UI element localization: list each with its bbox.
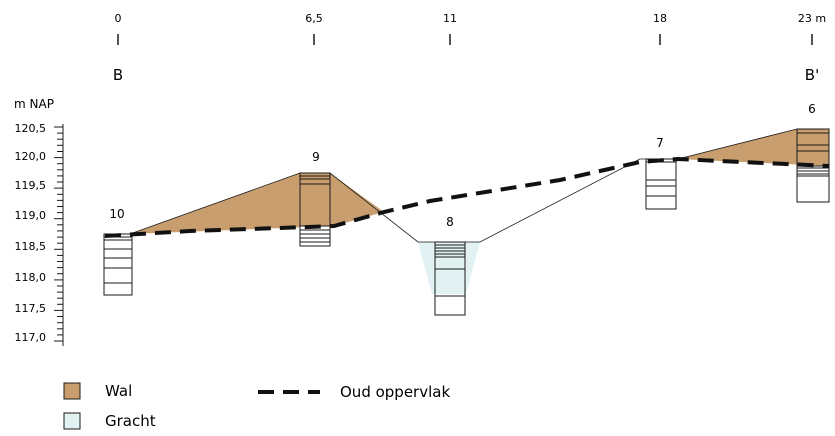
y-tick-label-119-5: 119,5 — [15, 179, 47, 192]
distance-axis: 0 6,5 11 18 23 m — [115, 12, 826, 45]
legend-label-gracht: Gracht — [105, 412, 156, 430]
y-tick-label-119-0: 119,0 — [15, 209, 47, 222]
legend: Wal Gracht Oud oppervlak — [63, 382, 450, 430]
borehole-column-8 — [434, 241, 466, 316]
borehole-8: 8 — [434, 215, 466, 316]
section-end-label: B' — [805, 66, 819, 84]
borehole-label-8: 8 — [446, 215, 454, 229]
borehole-layers-8 — [435, 244, 465, 297]
y-axis-minor-ticks — [54, 126, 63, 342]
section-start-label: B — [113, 66, 123, 84]
distance-label-6-5: 6,5 — [305, 12, 323, 25]
legend-swatch-wal — [63, 382, 81, 400]
borehole-layers-9 — [300, 175, 330, 185]
borehole-label-9: 9 — [312, 150, 320, 164]
borehole-label-10: 10 — [109, 207, 124, 221]
borehole-label-7: 7 — [656, 136, 664, 150]
distance-label-23: 23 m — [798, 12, 826, 25]
borehole-9: 9 — [299, 150, 331, 247]
legend-swatch-gracht — [63, 412, 81, 430]
wal-fill-right — [678, 129, 829, 166]
y-axis-title: m NAP — [14, 97, 54, 111]
borehole-10: 10 — [103, 207, 133, 296]
y-tick-label-118-5: 118,5 — [15, 240, 47, 253]
borehole-lower-9 — [299, 225, 331, 247]
gracht-fill — [418, 242, 480, 294]
y-tick-label-117-5: 117,5 — [15, 302, 47, 315]
borehole-layers-6 — [797, 132, 829, 152]
legend-label-oud-oppervlak: Oud oppervlak — [340, 383, 450, 401]
distance-label-18: 18 — [653, 12, 667, 25]
distance-label-0: 0 — [115, 12, 122, 25]
y-tick-label-120-0: 120,0 — [15, 150, 47, 163]
y-tick-label-117-0: 117,0 — [15, 331, 47, 344]
y-tick-label-118-0: 118,0 — [15, 271, 47, 284]
borehole-column-7 — [645, 158, 677, 210]
y-tick-label-120-5: 120,5 — [15, 122, 47, 135]
borehole-lower-6 — [796, 165, 830, 203]
borehole-column-10 — [103, 233, 133, 296]
wal-fill-left — [130, 173, 384, 234]
borehole-7: 7 — [645, 136, 677, 210]
old-surface-line — [104, 156, 830, 238]
y-axis: m NAP 120,5 120,0 119,5 119,0 118,5 118,… — [14, 97, 64, 346]
legend-label-wal: Wal — [105, 382, 132, 400]
distance-label-11: 11 — [443, 12, 457, 25]
borehole-6: 6 — [796, 102, 830, 203]
borehole-label-6: 6 — [808, 102, 816, 116]
